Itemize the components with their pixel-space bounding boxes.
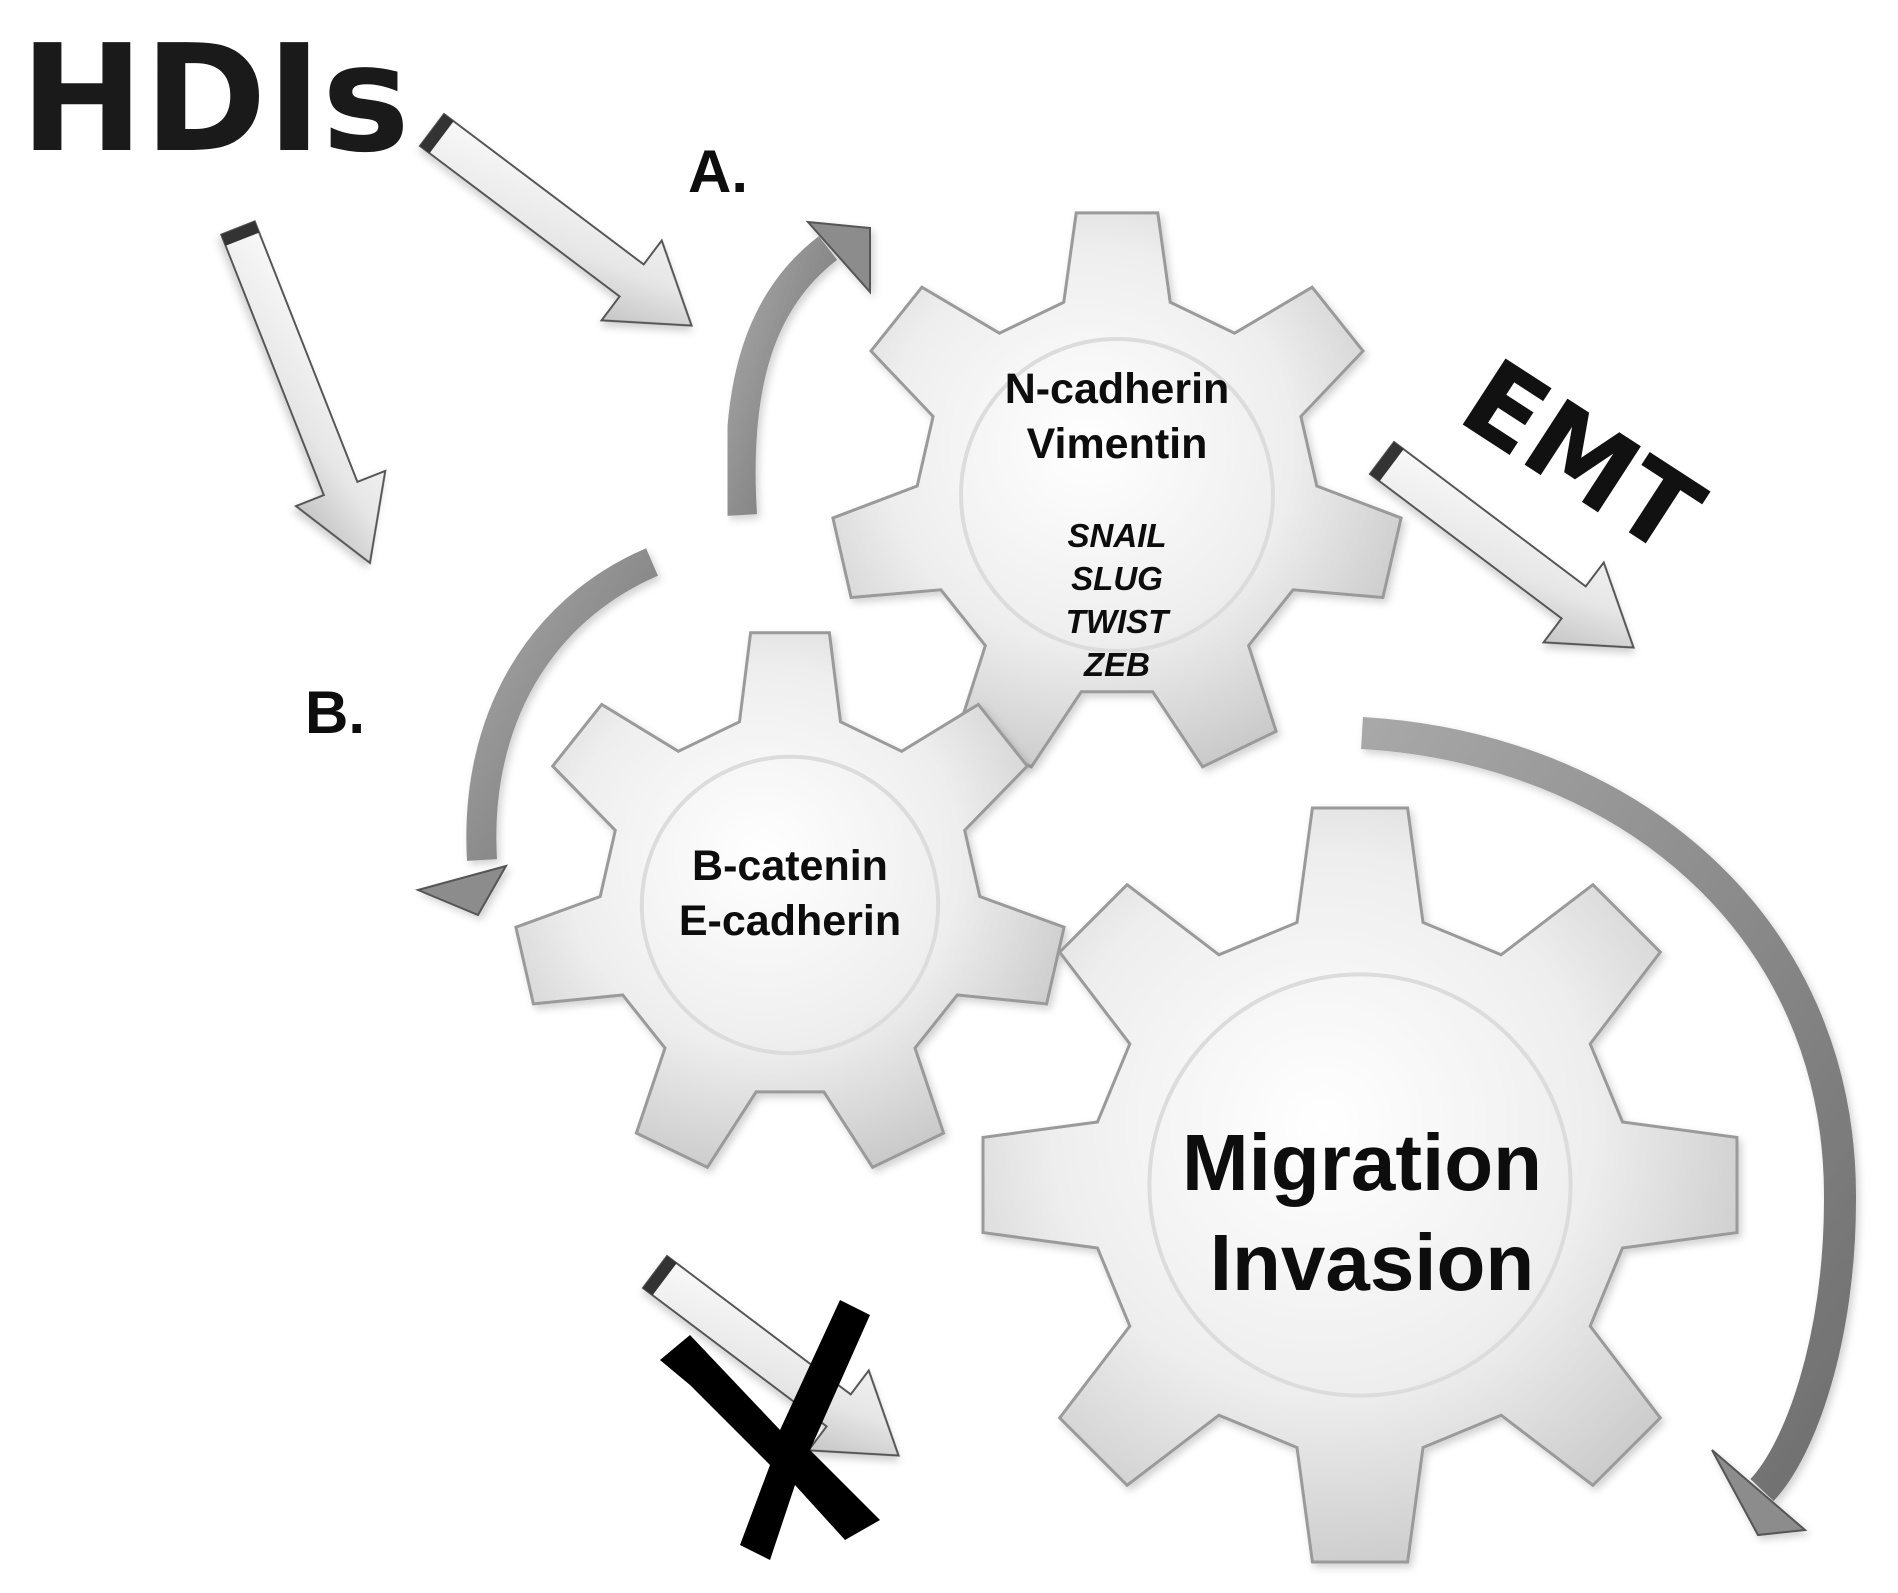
- straight-arrow-blocked: [641, 1254, 901, 1457]
- gear-left-line2: E-cadherin: [679, 897, 901, 945]
- gear-big-shape: [981, 806, 1739, 1564]
- straight-arrow-hdis-to-b: [219, 220, 387, 565]
- gear-big-line2: Invasion: [1210, 1218, 1535, 1307]
- straight-arrow-emt: [1368, 440, 1636, 649]
- curved-arrow-b: [414, 548, 659, 917]
- gear-big: [981, 806, 1739, 1564]
- label-a: A.: [688, 138, 748, 205]
- title-hdis: HDIs: [20, 13, 410, 185]
- gear-top-line2: Vimentin: [1027, 420, 1208, 468]
- gear-big-line1: Migration: [1182, 1118, 1542, 1207]
- gear-top-hub: [959, 337, 1275, 653]
- gear-top: [831, 211, 1403, 769]
- cross-icon: [660, 1300, 880, 1560]
- gear-top-factor: ZEB: [1083, 646, 1150, 683]
- curved-arrow-a: [725, 220, 871, 516]
- gear-top-factor: TWIST: [1066, 603, 1171, 640]
- gear-left-shape: [514, 631, 1066, 1170]
- gear-left-hub: [639, 754, 941, 1056]
- gear-left-line1: B-catenin: [692, 842, 888, 890]
- gear-top-factor: SNAIL: [1068, 517, 1167, 554]
- label-b: B.: [305, 679, 365, 746]
- gear-left: [514, 631, 1066, 1170]
- gear-top-factor: SLUG: [1071, 560, 1163, 597]
- curved-arrow-big: [1361, 717, 1857, 1537]
- gear-big-hub: [1147, 972, 1573, 1398]
- gear-top-line1: N-cadherin: [1005, 365, 1230, 413]
- straight-arrow-hdis-to-a: [418, 112, 693, 327]
- gear-top-shape: [831, 211, 1403, 769]
